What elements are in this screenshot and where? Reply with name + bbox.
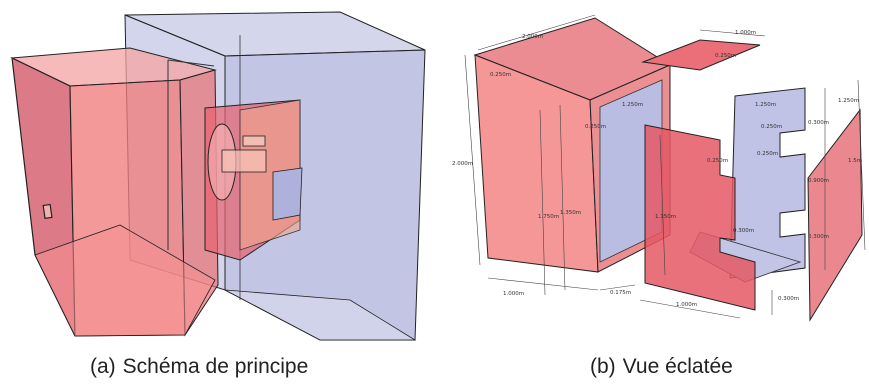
schematic-diagram [10,11,426,341]
blue-panel [729,87,806,279]
dim-front-width: 1.000m [676,302,697,308]
dim-panel-mid: 0.900m [808,178,829,184]
blue-box-floor [224,289,417,341]
inner-mechanism [167,59,303,261]
front-panel [644,124,756,311]
dim-panel-height: 1.250m [755,102,776,108]
dim-panel-notch-4: 0.300m [808,234,829,240]
dim-inner-small: 0.250m [585,124,606,130]
dim-right-panel-top: 1.250m [838,98,859,104]
dim-inner-top: 1.250m [622,102,643,108]
caption-a-tag: (a) [90,355,116,378]
dim-inner-height-a: 1.750m [538,214,559,220]
dim-panel-notch-2: 0.250m [757,151,778,157]
dim-panel-notch-1: 0.250m [761,124,782,130]
dim-front-inner: 0.300m [733,228,754,234]
dimension-labels: 2.000m 0.250m 2.000m 1.750m 1.350m 1.000… [452,30,862,308]
blue-side-panel [272,167,303,221]
lid-panel [641,39,761,71]
caption-a: (a) Schéma de principe [90,355,308,379]
dim-lid-width: 1.000m [735,30,756,36]
dim-front-base: 0.300m [778,296,799,302]
right-panel [807,108,863,322]
caption-b: (b) Vue éclatée [590,355,733,379]
caption-b-tag: (b) [590,355,616,378]
main-red-box [473,17,672,273]
caption-b-text: Vue éclatée [622,355,733,378]
dim-base-width: 1.000m [503,291,524,297]
caption-a-text: Schéma de principe [122,355,309,378]
red-prism [10,47,219,337]
dim-top-depth: 0.250m [490,72,511,78]
frame-edge-2 [167,59,215,67]
dim-right-panel: 1.5m [848,158,862,164]
dim-panel-notch-3: 0.300m [808,120,829,126]
cylinder-cap [242,135,266,147]
dim-front-height: 1.150m [655,214,676,220]
dim-inner-height-b: 1.350m [560,210,581,216]
dim-top-width: 2.000m [522,34,543,40]
cylinder-shaft [221,149,267,173]
dim-front-notch: 0.250m [707,158,728,164]
red-prism-bottom [34,224,216,337]
dim-base-offset: 0.175m [610,290,631,296]
dimension-lines [464,14,866,319]
dim-lid-depth: 0.250m [715,53,736,59]
exploded-view: 2.000m 0.250m 2.000m 1.750m 1.350m 1.000… [452,14,866,322]
small-window [42,203,53,220]
dim-height-left: 2.000m [452,161,473,167]
